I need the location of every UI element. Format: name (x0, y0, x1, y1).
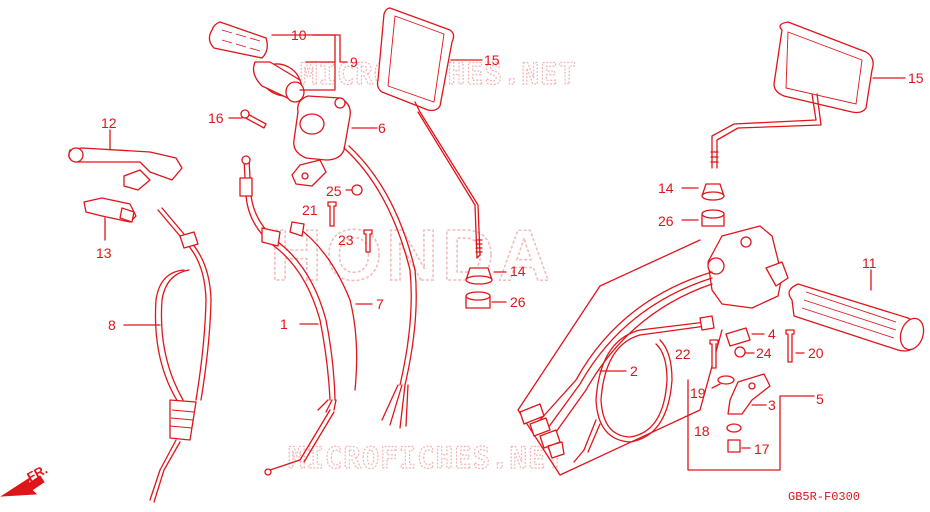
callout-19: 19 (690, 385, 706, 401)
callout-14a: 14 (510, 263, 526, 279)
clutch-lever (68, 147, 183, 191)
callout-24: 24 (756, 345, 772, 361)
lever-bracket (83, 197, 137, 223)
left-grip (208, 21, 305, 103)
callout-9: 9 (350, 54, 358, 70)
nut-24 (734, 346, 746, 358)
callout-12: 12 (101, 115, 117, 131)
callout-20: 20 (808, 345, 824, 361)
callout-8: 8 (108, 317, 116, 333)
callout-1: 1 (280, 316, 288, 332)
holder-3 (727, 373, 771, 415)
diagram-code: GB5R-F0300 (788, 490, 860, 504)
nut-26-left (465, 291, 491, 309)
screw-20 (785, 329, 795, 363)
rubber-14-left (465, 267, 493, 285)
left-mirror (376, 7, 483, 259)
washer-19 (717, 375, 735, 385)
callout-21: 21 (302, 202, 318, 218)
brand-watermark: HONDA (270, 216, 554, 296)
rubber-14-right (701, 183, 725, 201)
callout-11: 11 (862, 255, 877, 271)
assembly-bracket-5 (687, 379, 815, 471)
sub-harness-7 (289, 221, 358, 391)
callout-26b: 26 (658, 213, 674, 229)
screw-22 (709, 339, 719, 369)
clutch-cable (149, 207, 212, 503)
right-mirror (710, 21, 874, 169)
callout-13: 13 (96, 245, 112, 261)
callout-23: 23 (338, 232, 354, 248)
callout-4: 4 (768, 326, 776, 342)
harness-outline (517, 239, 723, 476)
callout-15b: 15 (908, 70, 924, 86)
leader-19 (711, 383, 721, 389)
choke-cable (239, 155, 337, 476)
harness-connectors (519, 403, 565, 459)
callout-26a: 26 (510, 294, 526, 310)
callout-25: 25 (326, 183, 342, 199)
harness-wires (539, 271, 713, 433)
callout-22: 22 (675, 346, 691, 362)
bolt-21 (327, 201, 337, 227)
nut-25 (351, 184, 363, 196)
screw-17 (727, 439, 741, 453)
callout-2: 2 (630, 363, 638, 379)
callout-16: 16 (208, 110, 224, 126)
left-switch (291, 95, 417, 429)
callout-15a: 15 (484, 52, 500, 68)
callout-6: 6 (378, 120, 386, 136)
leader-9b (312, 34, 348, 63)
callout-14b: 14 (658, 180, 674, 196)
leader-10-9 (271, 34, 336, 91)
plate-4 (725, 327, 751, 347)
watermark-bottom: MICROFICHES.NET (288, 441, 565, 475)
nut-26-right (701, 209, 725, 227)
right-grip (788, 283, 925, 352)
callout-5: 5 (816, 391, 824, 407)
callout-17: 17 (754, 441, 770, 457)
callout-3: 3 (768, 397, 776, 413)
washer-18 (726, 423, 742, 433)
bolt-23 (363, 229, 373, 253)
screw-16 (240, 109, 267, 129)
callout-10: 10 (291, 27, 307, 43)
right-switch (707, 225, 789, 309)
callout-7: 7 (376, 296, 384, 312)
front-arrow-icon (0, 475, 45, 497)
callout-18: 18 (694, 423, 710, 439)
throttle-cable (573, 315, 715, 463)
